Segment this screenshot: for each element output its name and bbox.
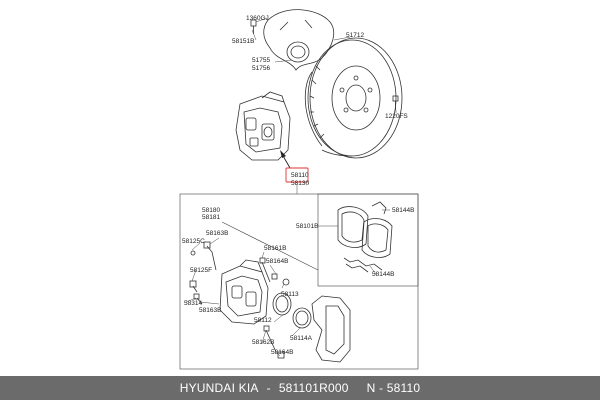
guide-pins-bolts: [189, 241, 285, 359]
label-58161b: 58161B: [264, 245, 286, 252]
bolt-1360gj: [250, 19, 257, 34]
label-1360gj: 1360GJ: [246, 15, 269, 22]
label-58164b-top: 58164B: [266, 258, 288, 265]
dust-shield: [263, 9, 335, 71]
footer-bar: HYUNDAI KIA - 581101R000 N - 58110: [0, 376, 600, 400]
label-58151b: 58151B: [232, 38, 254, 45]
footer-n-label: N - 58110: [366, 381, 421, 395]
label-58164b-bottom: 58164B: [271, 349, 293, 356]
label-58114a: 58114A: [290, 335, 313, 342]
leader-lines-top: [251, 17, 397, 194]
brake-disc: [304, 37, 403, 159]
label-58144b-bottom: 58144B: [372, 271, 394, 278]
label-51756: 51756: [252, 65, 270, 72]
bolt-1220fs: [392, 95, 399, 110]
piston-seal: [272, 278, 312, 329]
footer-brand: HYUNDAI KIA: [179, 381, 259, 395]
label-58314: 58314: [184, 300, 202, 307]
label-58162b: 58162B: [252, 339, 274, 346]
label-51712: 51712: [346, 32, 364, 39]
label-58101b: 58101B: [296, 223, 318, 230]
label-58130: 58130: [291, 180, 309, 187]
label-1220fs: 1220FS: [385, 113, 408, 120]
label-58112: 58112: [254, 317, 272, 324]
label-58180: 58180: [202, 207, 220, 214]
label-58163b-top: 58163B: [206, 230, 228, 237]
brake-pads: [337, 201, 393, 273]
label-58125c: 58125C: [182, 238, 205, 245]
carrier-bracket: [311, 295, 351, 363]
label-58125f: 58125F: [190, 267, 212, 274]
label-58144b-top: 58144B: [392, 207, 414, 214]
detail-frame: [179, 193, 419, 370]
caliper-body-detail: [219, 259, 269, 325]
leader-lines-detail: [185, 209, 390, 357]
caliper-assembly-top: [235, 91, 291, 161]
label-58113: 58113: [281, 291, 299, 298]
highlight-pointer: [280, 150, 309, 183]
footer-separator: -: [266, 381, 271, 395]
label-58163b-bottom: 58163B: [199, 307, 221, 314]
label-51755: 51755: [252, 57, 270, 64]
label-58181: 58181: [202, 214, 220, 221]
label-58110: 58110: [291, 172, 309, 179]
footer-part-number: 581101R000: [278, 381, 349, 395]
